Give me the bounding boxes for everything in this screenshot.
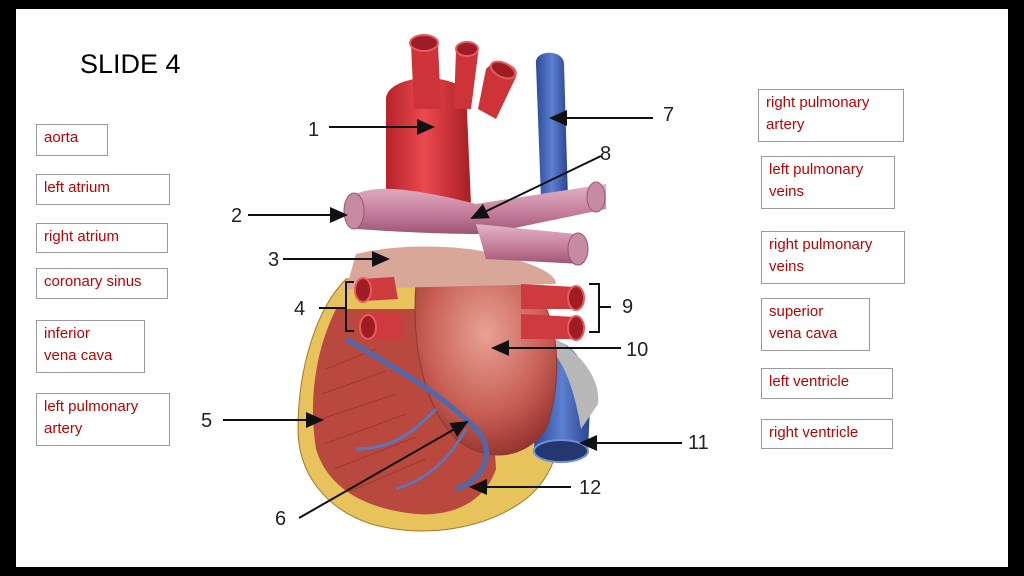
label-left-pulmonary-veins[interactable]: left pulmonary veins <box>761 156 895 209</box>
heart-diagram: 1 2 3 4 5 6 7 8 9 10 11 12 <box>201 34 709 532</box>
diagram-number-8: 8 <box>600 143 611 165</box>
diagram-number-7: 7 <box>663 104 674 126</box>
diagram-number-12: 12 <box>579 477 601 499</box>
heart-illustration <box>297 34 606 532</box>
diagram-number-9: 9 <box>622 296 633 318</box>
diagram-number-1: 1 <box>308 119 319 141</box>
label-left-ventricle[interactable]: left ventricle <box>761 368 893 399</box>
bracket-9 <box>589 283 600 333</box>
slide: SLIDE 4 aorta left atrium right atrium c… <box>16 9 1008 567</box>
label-right-ventricle[interactable]: right ventricle <box>761 419 893 449</box>
label-inferior-vena-cava[interactable]: inferior vena cava <box>36 320 145 373</box>
label-right-pulmonary-artery[interactable]: right pulmonary artery <box>758 89 904 142</box>
label-right-atrium[interactable]: right atrium <box>36 223 168 253</box>
diagram-number-4: 4 <box>294 298 305 320</box>
label-right-pulmonary-veins[interactable]: right pulmonary veins <box>761 231 905 284</box>
label-superior-vena-cava[interactable]: superior vena cava <box>761 298 870 351</box>
arrow-8 <box>470 155 602 219</box>
bracket-4 <box>345 281 354 332</box>
diagram-number-10: 10 <box>626 339 648 361</box>
diagram-number-6: 6 <box>275 508 286 530</box>
label-left-pulmonary-artery[interactable]: left pulmonary artery <box>36 393 170 446</box>
diagram-number-2: 2 <box>231 205 242 227</box>
label-left-atrium[interactable]: left atrium <box>36 174 170 205</box>
slide-title: SLIDE 4 <box>80 49 181 79</box>
label-coronary-sinus[interactable]: coronary sinus <box>36 268 168 299</box>
arrow-6 <box>298 421 469 519</box>
label-aorta[interactable]: aorta <box>36 124 108 156</box>
diagram-number-11: 11 <box>688 432 709 454</box>
diagram-number-3: 3 <box>268 249 279 271</box>
diagram-number-5: 5 <box>201 410 212 432</box>
